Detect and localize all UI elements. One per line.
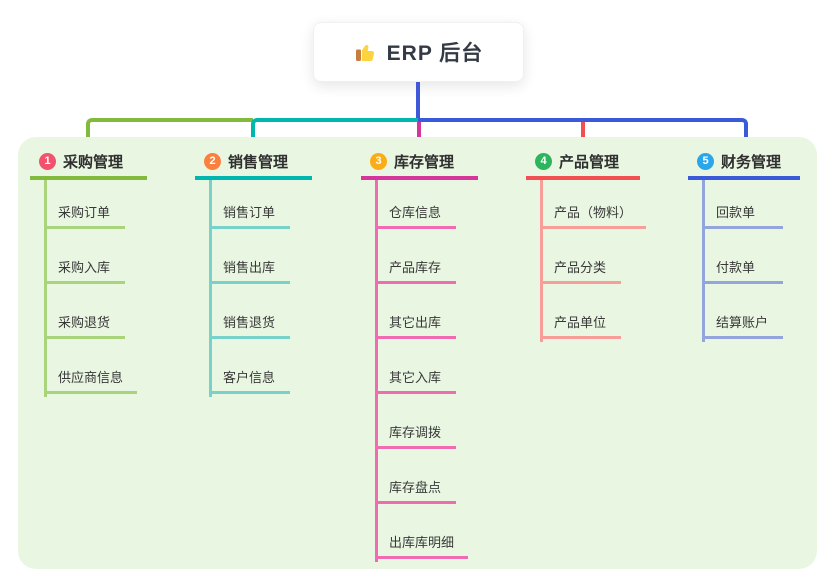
branch-title-sales[interactable]: 2 销售管理: [195, 148, 312, 180]
child-node[interactable]: 采购入库: [44, 258, 125, 284]
mindmap-canvas: [18, 137, 817, 569]
connector-bus-segment-2: [251, 118, 418, 146]
branch-title-label: 销售管理: [228, 153, 289, 171]
child-node[interactable]: 采购订单: [44, 203, 125, 229]
branch-number-badge: 2: [204, 152, 221, 170]
branch-connector-line: [702, 180, 705, 342]
branch-connector-line: [540, 180, 543, 342]
branch-title-finance[interactable]: 5 财务管理: [688, 148, 800, 180]
branch-title-label: 库存管理: [394, 153, 455, 171]
connector-bus-segment-3: [418, 118, 748, 146]
branch-number-badge: 1: [39, 152, 56, 170]
branch-title-label: 采购管理: [63, 153, 124, 171]
branch-connector-line: [209, 180, 212, 397]
child-node[interactable]: 客户信息: [209, 368, 290, 394]
child-node[interactable]: 产品单位: [540, 313, 621, 339]
child-node[interactable]: 销售出库: [209, 258, 290, 284]
branch-connector-line: [44, 180, 47, 397]
branch-drop-line-product: [581, 122, 585, 146]
child-node[interactable]: 产品（物料）: [540, 203, 647, 229]
child-node[interactable]: 出库库明细: [375, 533, 469, 559]
connector-bus-segment-1: [86, 118, 253, 146]
child-node[interactable]: 采购退货: [44, 313, 125, 339]
child-node[interactable]: 付款单: [702, 258, 783, 284]
child-node[interactable]: 回款单: [702, 203, 783, 229]
root-stem-line: [416, 82, 420, 122]
child-node[interactable]: 仓库信息: [375, 203, 456, 229]
branch-title-label: 产品管理: [559, 153, 620, 171]
root-node-label: ERP 后台: [386, 42, 484, 65]
child-node[interactable]: 库存调拨: [375, 423, 456, 449]
branch-number-badge: 5: [697, 152, 714, 170]
child-node[interactable]: 其它入库: [375, 368, 456, 394]
branch-title-purchase[interactable]: 1 采购管理: [30, 148, 147, 180]
branch-title-label: 财务管理: [721, 153, 782, 171]
child-node[interactable]: 产品库存: [375, 258, 456, 284]
branch-number-badge: 4: [535, 152, 552, 170]
child-node[interactable]: 销售订单: [209, 203, 290, 229]
thumbs-up-icon: [354, 40, 378, 64]
branch-drop-line-inventory: [417, 122, 421, 146]
branch-connector-line: [375, 180, 378, 562]
child-node[interactable]: 供应商信息: [44, 368, 138, 394]
branch-number-badge: 3: [370, 152, 387, 170]
child-node[interactable]: 销售退货: [209, 313, 290, 339]
child-node[interactable]: 结算账户: [702, 313, 783, 339]
branch-title-inventory[interactable]: 3 库存管理: [361, 148, 478, 180]
child-node[interactable]: 库存盘点: [375, 478, 456, 504]
branch-title-product[interactable]: 4 产品管理: [526, 148, 640, 180]
child-node[interactable]: 其它出库: [375, 313, 456, 339]
child-node[interactable]: 产品分类: [540, 258, 621, 284]
root-node[interactable]: ERP 后台: [313, 22, 524, 82]
